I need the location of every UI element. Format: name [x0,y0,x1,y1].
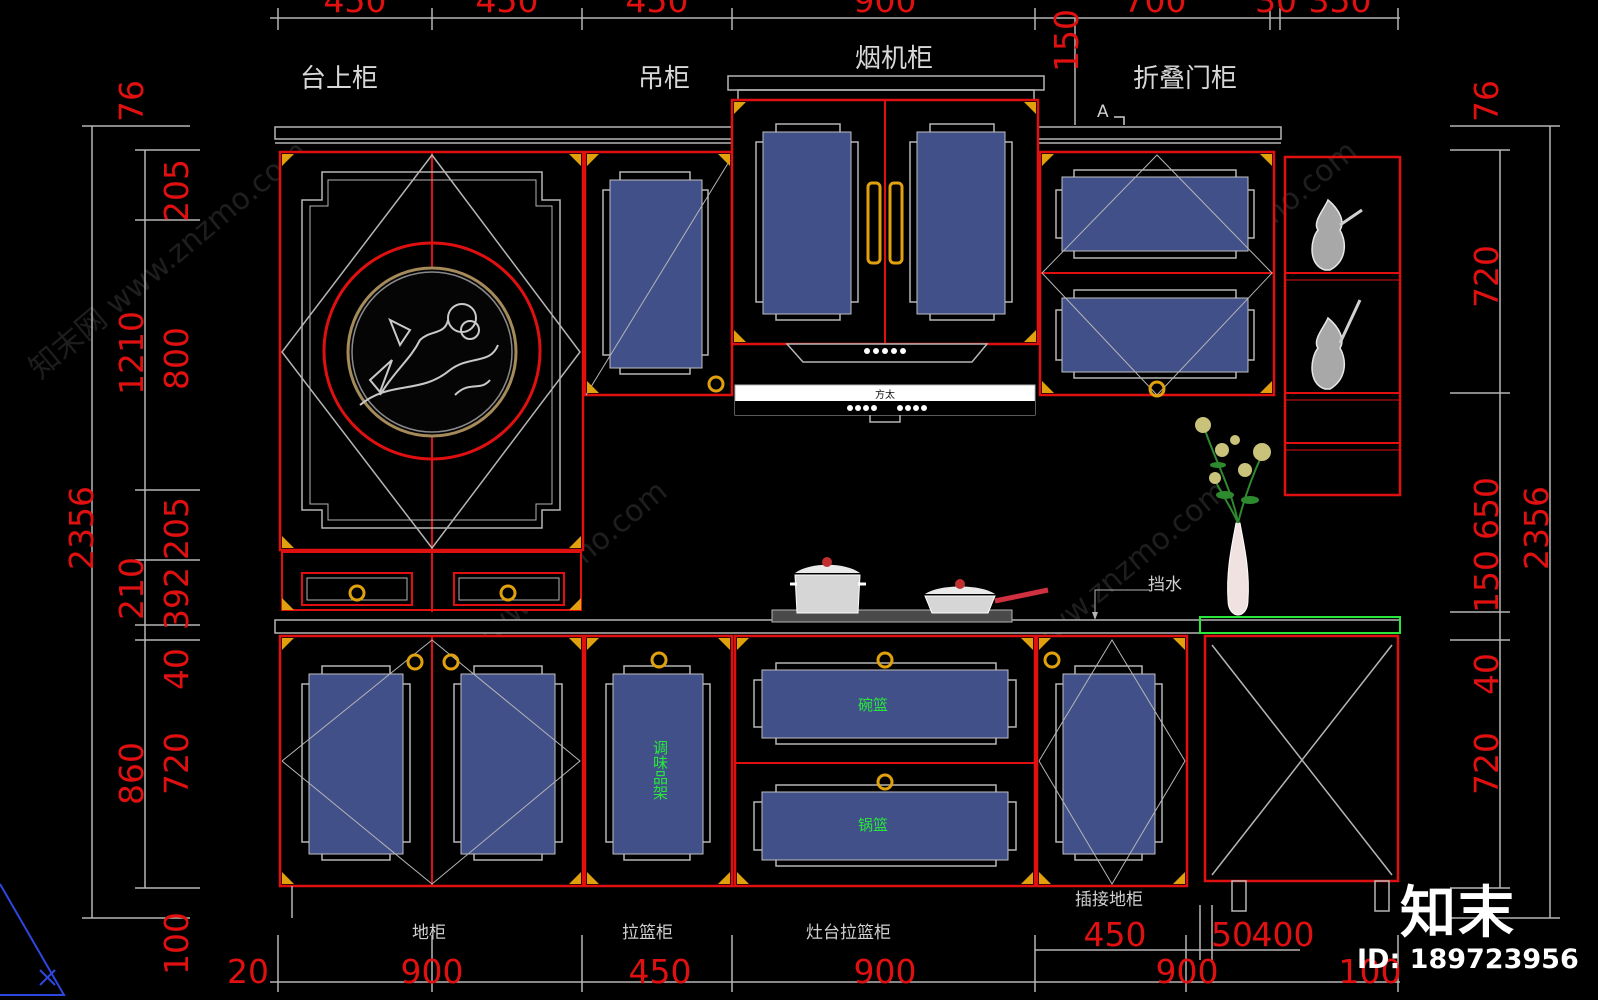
dim-right: 76 [1467,80,1506,122]
dim-top: 700 [1124,0,1187,20]
site-logo: 知末 [1400,881,1516,946]
countertop [274,589,1401,634]
stove-with-pots [771,557,1049,623]
image-id-label: ID: 189723956 [1357,944,1579,975]
bird-flower-carving [359,303,499,406]
label-countertop-cabinet: 台上柜 [300,64,378,94]
basket-cabinet: 调味品架 [583,634,734,888]
wall-cabinet [583,150,734,397]
dim-left-inner: 720 [157,732,196,795]
pot-basket-label: 锅篮 [858,816,888,834]
dim-bottom: 100 [1339,952,1402,991]
dim-bottom-upper: 50 [1211,915,1253,954]
dim-top: 350 [1309,0,1372,20]
flower-vase [1195,417,1271,616]
hood-buttons [864,348,906,354]
label-base-cabinet: 地柜 [412,923,446,943]
folding-door-cabinet [1038,150,1276,398]
dim-left-inner: 205 [157,497,196,560]
dim-right: 150 [1467,550,1506,613]
dimension-lines [82,8,1560,992]
bowl-basket-label: 碗篮 [858,696,888,714]
dim-right: 720 [1467,732,1506,795]
dim-top: 30 [1255,0,1297,20]
label-wall-cabinet: 吊柜 [638,64,690,94]
dim-left-outer: 860 [112,742,151,805]
dim-bottom-upper: 400 [1252,915,1315,954]
label-folding-door-cabinet: 折叠门柜 [1133,64,1237,94]
open-shelf-unit [1283,155,1402,497]
dim-top: 450 [324,0,387,20]
dim-right: 650 [1467,477,1506,540]
tall-cabinet [278,150,585,612]
dim-left-outer: 76 [112,80,151,122]
label-plinth-cabinet: 插接地柜 [1075,890,1143,910]
label-splash-guard: 挡水 [1148,575,1182,595]
dim-right: 2356 [1517,486,1556,570]
dim-left-outer: 210 [112,557,151,620]
gold-corner-ornaments [282,102,1272,884]
base-cabinet [278,634,585,888]
label-stove-basket-cabinet: 灶台拉篮柜 [806,923,891,943]
dim-bottom: 450 [629,952,692,991]
dim-right: 720 [1467,245,1506,308]
stove-basket-cabinet: 碗篮 锅篮 [733,634,1037,888]
label-hood-cabinet: 烟机柜 [855,44,933,74]
corner-base-cabinet [1035,634,1189,888]
hood-cabinet: 方太 [730,98,1040,423]
dim-top-150: 150 [1047,9,1086,72]
plinth-cabinet [1203,634,1400,912]
hood-brand: 方太 [875,388,895,401]
dim-top: 450 [476,0,539,20]
dim-bottom-upper: 450 [1084,915,1147,954]
dim-top: 900 [854,0,917,20]
dim-left-inner: 205 [157,159,196,222]
dim-bottom: 900 [401,952,464,991]
dim-top: 450 [626,0,689,20]
dim-left-inner: 800 [157,327,196,390]
dim-left-outer: 1210 [112,311,151,395]
dim-left-outer: 2356 [62,486,101,570]
dim-left-outer: 100 [157,912,196,975]
label-basket-cabinet: 拉篮柜 [622,923,673,943]
dim-bottom: 20 [227,952,269,991]
dim-right: 40 [1467,653,1506,695]
seasoning-drawer-label: 调味品架 [651,740,669,800]
dim-left-inner: 40 [157,648,196,690]
label-section-a: A [1097,102,1109,122]
dim-bottom: 900 [854,952,917,991]
section-marker-triangle [0,883,66,996]
dim-left-inner: 392 [157,567,196,630]
dim-bottom: 900 [1156,952,1219,991]
